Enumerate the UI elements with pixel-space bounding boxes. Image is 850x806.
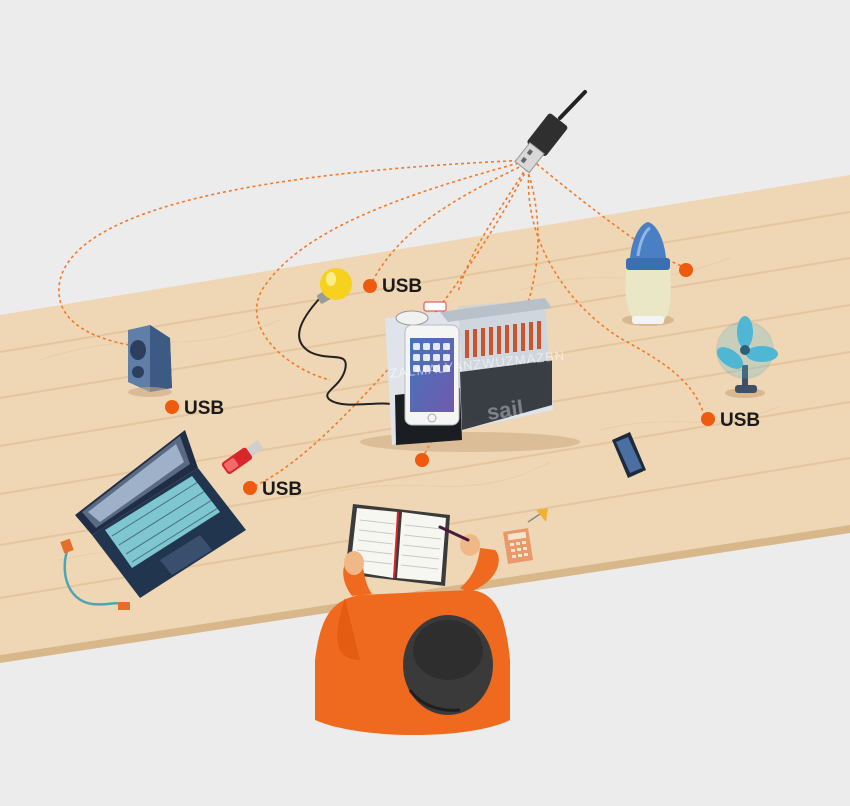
usb-label-drive-text: USB (262, 479, 302, 500)
usb-dot-drive (243, 481, 257, 495)
usb-label-fan: USB (701, 410, 760, 431)
usb-drive-icon (221, 440, 264, 475)
usb-label-bulb-text: USB (382, 276, 422, 297)
notebook-icon (345, 504, 450, 586)
calculator-icon (503, 528, 533, 564)
device-brand-text: sail (485, 395, 525, 425)
laptop-icon (75, 430, 246, 598)
usb-label-bulb: USB (363, 276, 422, 297)
light-bulb-icon (298, 268, 396, 406)
network-cable-icon (60, 538, 130, 610)
usb-label-speaker-text: USB (184, 398, 224, 419)
speaker-icon (128, 325, 172, 397)
usb-dot-bulb (363, 279, 377, 293)
desk-fan-icon (716, 316, 778, 398)
usb-dot-humidifier (679, 263, 693, 277)
humidifier-icon (622, 222, 674, 326)
usb-dot-device (415, 453, 429, 467)
usb-label-drive: USB (243, 479, 302, 500)
usb-dot-fan (701, 412, 715, 426)
person-writing (315, 525, 510, 735)
usb-label-fan-text: USB (720, 410, 760, 431)
smartphone-icon (404, 324, 460, 426)
pushpin-icon (527, 508, 548, 523)
usb-plug-icon (514, 90, 587, 174)
usb-dot-speaker (165, 400, 179, 414)
usb-label-speaker: USB (165, 398, 224, 419)
tablet-icon (612, 432, 646, 478)
